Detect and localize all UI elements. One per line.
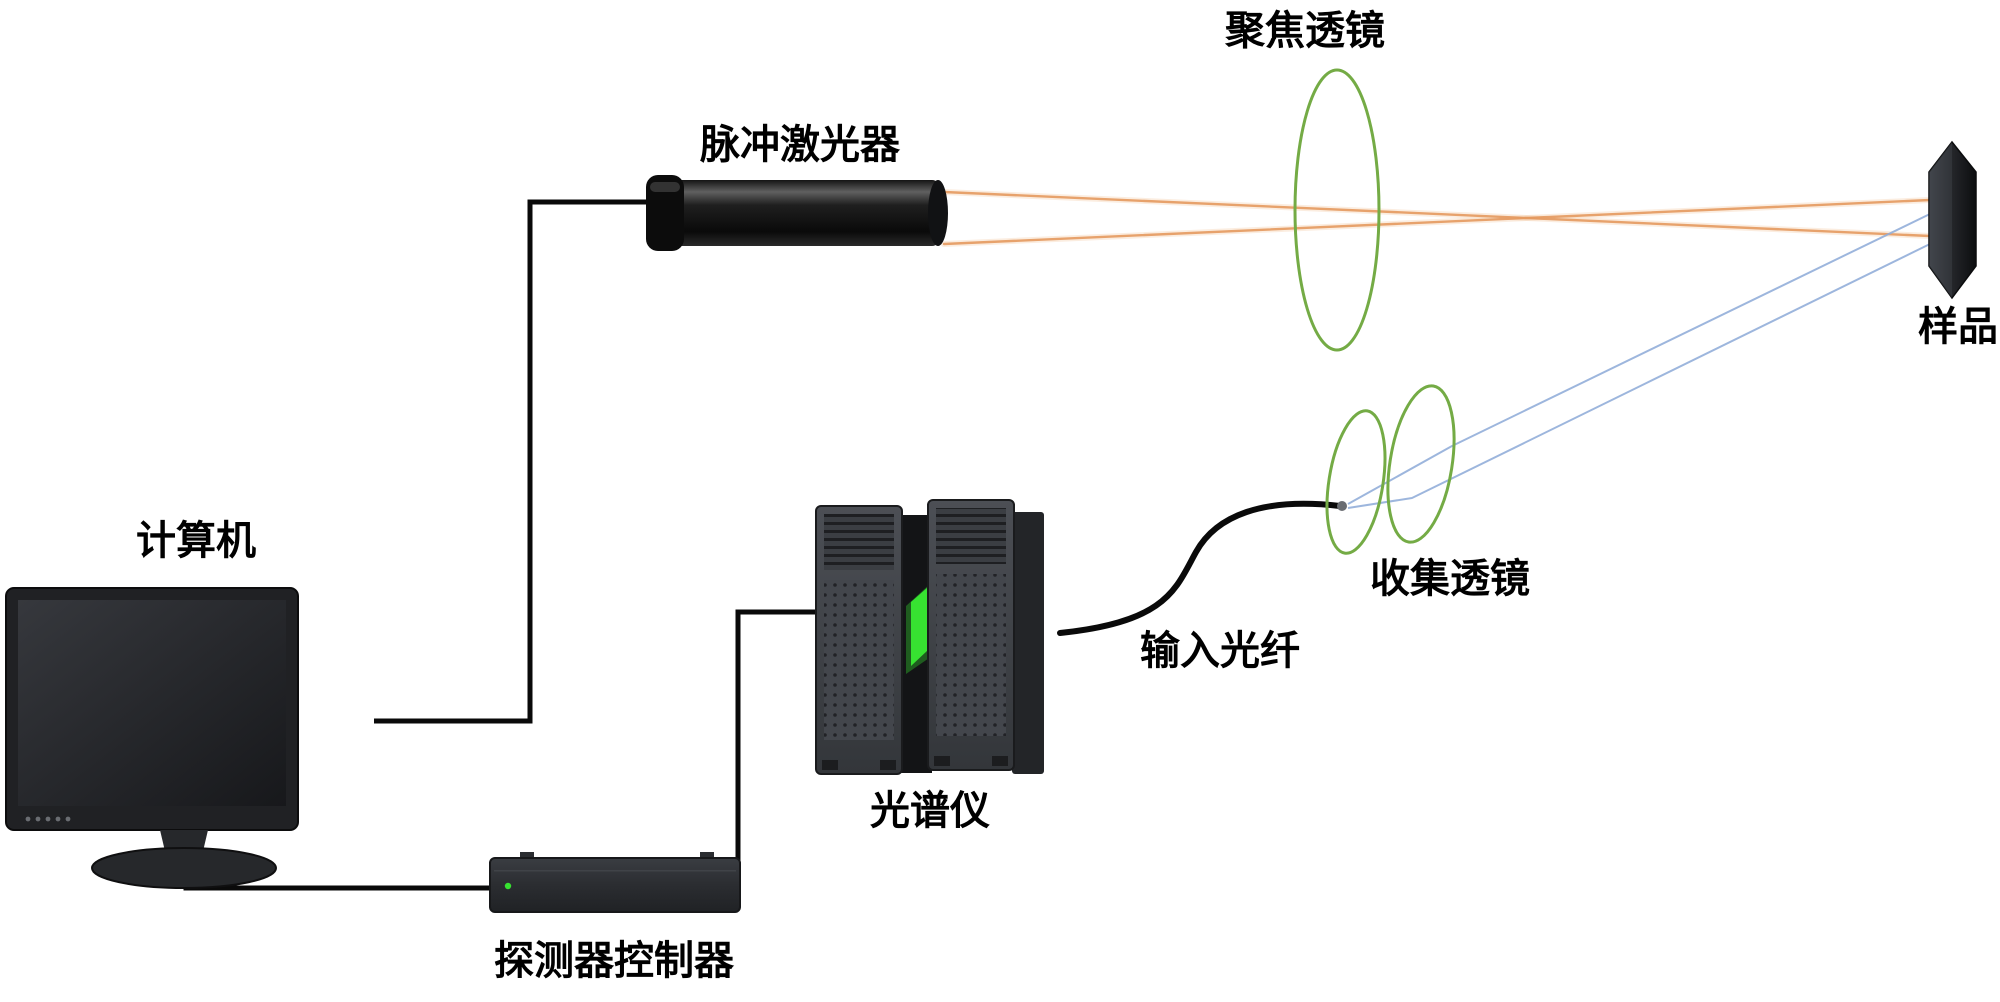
computer-monitor — [5, 587, 299, 889]
left-tower-vents — [824, 514, 894, 570]
monitor-button-2 — [35, 816, 41, 822]
spectrometer-left-tower — [815, 505, 903, 775]
collected-light-upper — [1347, 211, 1935, 505]
spectrometer-device — [815, 499, 1044, 775]
controller-tab-left — [520, 852, 534, 860]
monitor-button-4 — [55, 816, 61, 822]
collected-light-lower — [1347, 241, 1935, 509]
diagram-labels: 聚焦透镜 脉冲激光器 样品 收集透镜 输入光纤 光谱仪 计算机 探测器控制器 — [136, 9, 1998, 983]
collection-light-lines — [1347, 211, 1935, 509]
collection-lens-pair — [1325, 384, 1456, 555]
laser-body — [662, 180, 940, 246]
sample-crystal — [1928, 140, 1977, 300]
monitor-stand-base — [91, 847, 277, 889]
left-tower-perforation — [824, 580, 894, 740]
right-tower-foot-a — [934, 756, 950, 766]
monitor-button-1 — [25, 816, 31, 822]
collection-lens-front — [1325, 409, 1387, 555]
controller-tab-right — [700, 852, 714, 860]
spectrometer-glow-core — [911, 587, 928, 666]
label-computer: 计算机 — [136, 519, 256, 563]
right-tower-foot-b — [992, 756, 1008, 766]
controller-body — [489, 857, 741, 913]
label-spectrometer: 光谱仪 — [870, 789, 990, 833]
monitor-screen — [18, 600, 286, 806]
wire-controller-to-spectrometer — [735, 609, 820, 888]
label-detector-controller: 探测器控制器 — [494, 939, 735, 983]
laser-beam-lines — [941, 189, 1933, 247]
laser-beam-upper — [942, 190, 1932, 238]
laser-beam-lower — [942, 198, 1932, 246]
fiber-tip-connector — [1337, 501, 1347, 511]
label-sample: 样品 — [1918, 305, 1998, 349]
spectrometer-back-panel — [1012, 512, 1044, 774]
label-collection-lens: 收集透镜 — [1370, 557, 1530, 601]
controller-led — [504, 882, 512, 890]
collection-lens-back — [1386, 384, 1456, 544]
wire-computer-to-laser — [374, 199, 652, 724]
label-pulsed-laser: 脉冲激光器 — [700, 123, 901, 167]
label-focusing-lens: 聚焦透镜 — [1224, 9, 1385, 53]
laser-front-cap — [928, 180, 948, 246]
left-tower-foot-a — [822, 760, 838, 770]
monitor-buttons — [25, 816, 71, 822]
left-tower-foot-b — [880, 760, 896, 770]
focusing-lens-ellipse — [1293, 68, 1381, 352]
pulsed-laser-device — [646, 175, 948, 251]
sample-crystal-facet — [1929, 142, 1952, 298]
detector-controller-device — [489, 852, 741, 913]
label-input-fiber: 输入光纤 — [1140, 629, 1300, 673]
monitor-button-3 — [45, 816, 51, 822]
spectrometer-right-tower — [927, 499, 1015, 771]
controller-front-seam — [494, 870, 736, 872]
fiber-cable — [1057, 500, 1343, 636]
right-tower-perforation — [936, 574, 1006, 736]
monitor-button-5 — [65, 816, 71, 822]
right-tower-vents — [936, 508, 1006, 564]
laser-rear-ring — [646, 175, 684, 251]
laser-rear-ring-highlight — [650, 182, 680, 192]
